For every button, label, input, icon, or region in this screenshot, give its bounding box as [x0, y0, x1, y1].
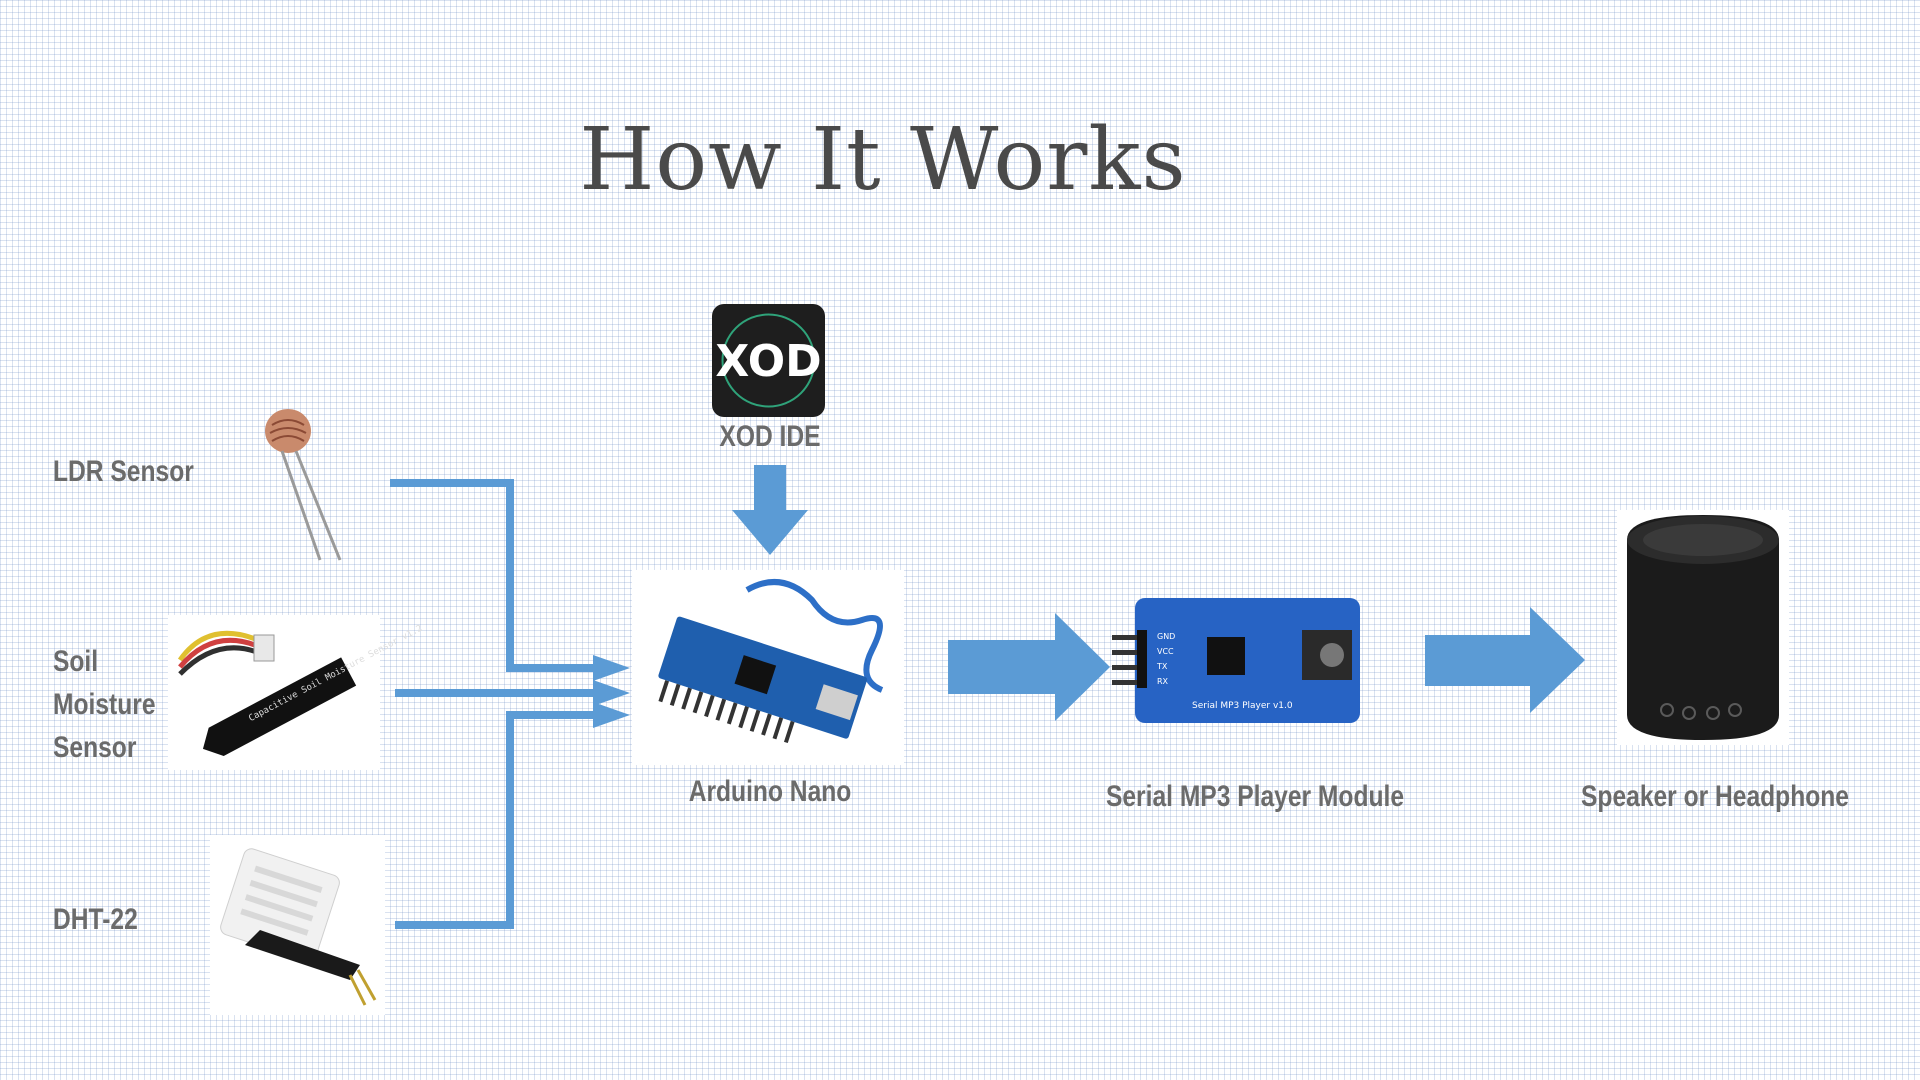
- dht22-sensor-image: [210, 835, 385, 1015]
- dht22-arrowhead: [593, 702, 630, 728]
- pin-rx: RX: [1157, 677, 1169, 686]
- mp3-module-label: Serial MP3 Player Module: [1105, 780, 1405, 813]
- mp3-module-image: GND VCC TX RX Serial MP3 Player v1.0: [1112, 595, 1372, 730]
- pin-tx: TX: [1156, 662, 1168, 671]
- ldr-sensor-image: [250, 405, 360, 565]
- xod-ide-label: XOD IDE: [719, 420, 821, 453]
- xod-logo-text: XOD: [715, 336, 821, 387]
- xod-logo: XOD: [712, 304, 825, 417]
- soil-label-line-2: Moisture: [53, 688, 156, 721]
- speaker-label: Speaker or Headphone: [1581, 780, 1849, 813]
- arduino-to-mp3-arrow: [948, 613, 1110, 721]
- mp3-board-text: Serial MP3 Player v1.0: [1192, 701, 1293, 711]
- pin-vcc: VCC: [1157, 647, 1174, 656]
- arduino-nano-label: Arduino Nano: [688, 775, 852, 808]
- soil-label-line-1: Soil: [53, 645, 99, 678]
- dht22-label: DHT-22: [53, 903, 138, 936]
- dht22-connector-line: [395, 711, 595, 929]
- ldr-connector-line: [390, 479, 595, 672]
- pin-gnd: GND: [1157, 632, 1175, 641]
- xod-to-arduino-arrow: [732, 465, 808, 555]
- ldr-label: LDR Sensor: [53, 455, 194, 488]
- soil-label-line-3: Sensor: [53, 731, 137, 764]
- soil-label: Soil Moisture Sensor: [53, 640, 156, 769]
- soil-arrowhead: [593, 680, 630, 706]
- ldr-arrowhead: [593, 655, 630, 681]
- speaker-image: [1617, 510, 1789, 745]
- mp3-to-speaker-arrow: [1425, 607, 1585, 713]
- arduino-nano-image: [632, 570, 904, 765]
- page-title: How It Works: [579, 110, 1187, 210]
